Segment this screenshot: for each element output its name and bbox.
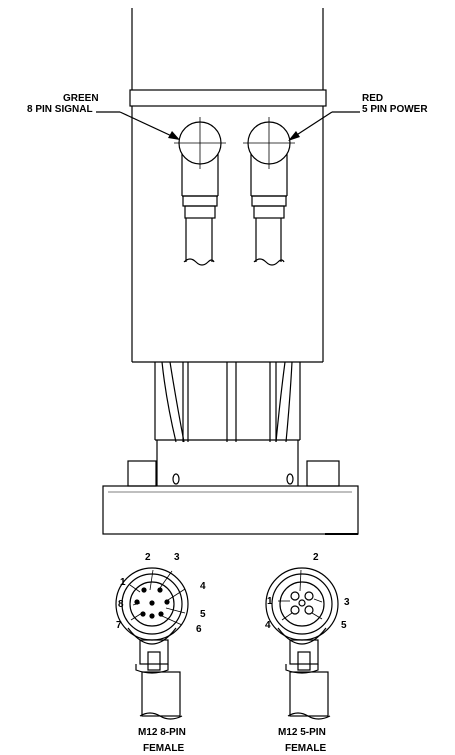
green-label-line2: 8 PIN SIGNAL	[27, 104, 93, 115]
m12-8pin-caption-line2: FEMALE	[143, 743, 185, 754]
pin5-5: 5	[341, 620, 347, 631]
pin8-5: 5	[200, 609, 206, 620]
housing-upper	[129, 8, 327, 363]
green-label-line1: GREEN	[63, 93, 99, 104]
pin8-8: 8	[118, 599, 124, 610]
leader-lines	[96, 111, 360, 141]
pin5-3: 3	[344, 597, 350, 608]
pin5-4: 4	[265, 620, 271, 631]
m12-8pin-caption-line1: M12 8-PIN	[138, 727, 186, 738]
pin8-3: 3	[174, 552, 180, 563]
pin5-2: 2	[313, 552, 319, 563]
pin8-1: 1	[120, 577, 126, 588]
lower-struts	[154, 361, 301, 485]
m12-5pin-face	[265, 567, 339, 645]
pin8-2: 2	[145, 552, 151, 563]
base-plate	[102, 440, 359, 535]
red-label-line1: RED	[362, 93, 384, 104]
pin5-1: 1	[267, 596, 273, 607]
pin8-4: 4	[200, 581, 206, 592]
m12-5pin-caption-line2: FEMALE	[285, 743, 327, 754]
m12-5pin-caption-line1: M12 5-PIN	[278, 727, 326, 738]
pin8-6: 6	[196, 624, 202, 635]
m12-5pin-body	[285, 639, 331, 720]
pin8-7: 7	[116, 620, 122, 631]
red-label-line2: 5 PIN POWER	[362, 104, 428, 115]
m12-8pin-face	[115, 567, 189, 645]
left-connector	[174, 117, 226, 266]
right-connector	[243, 117, 295, 266]
m12-8pin-body	[135, 639, 183, 720]
